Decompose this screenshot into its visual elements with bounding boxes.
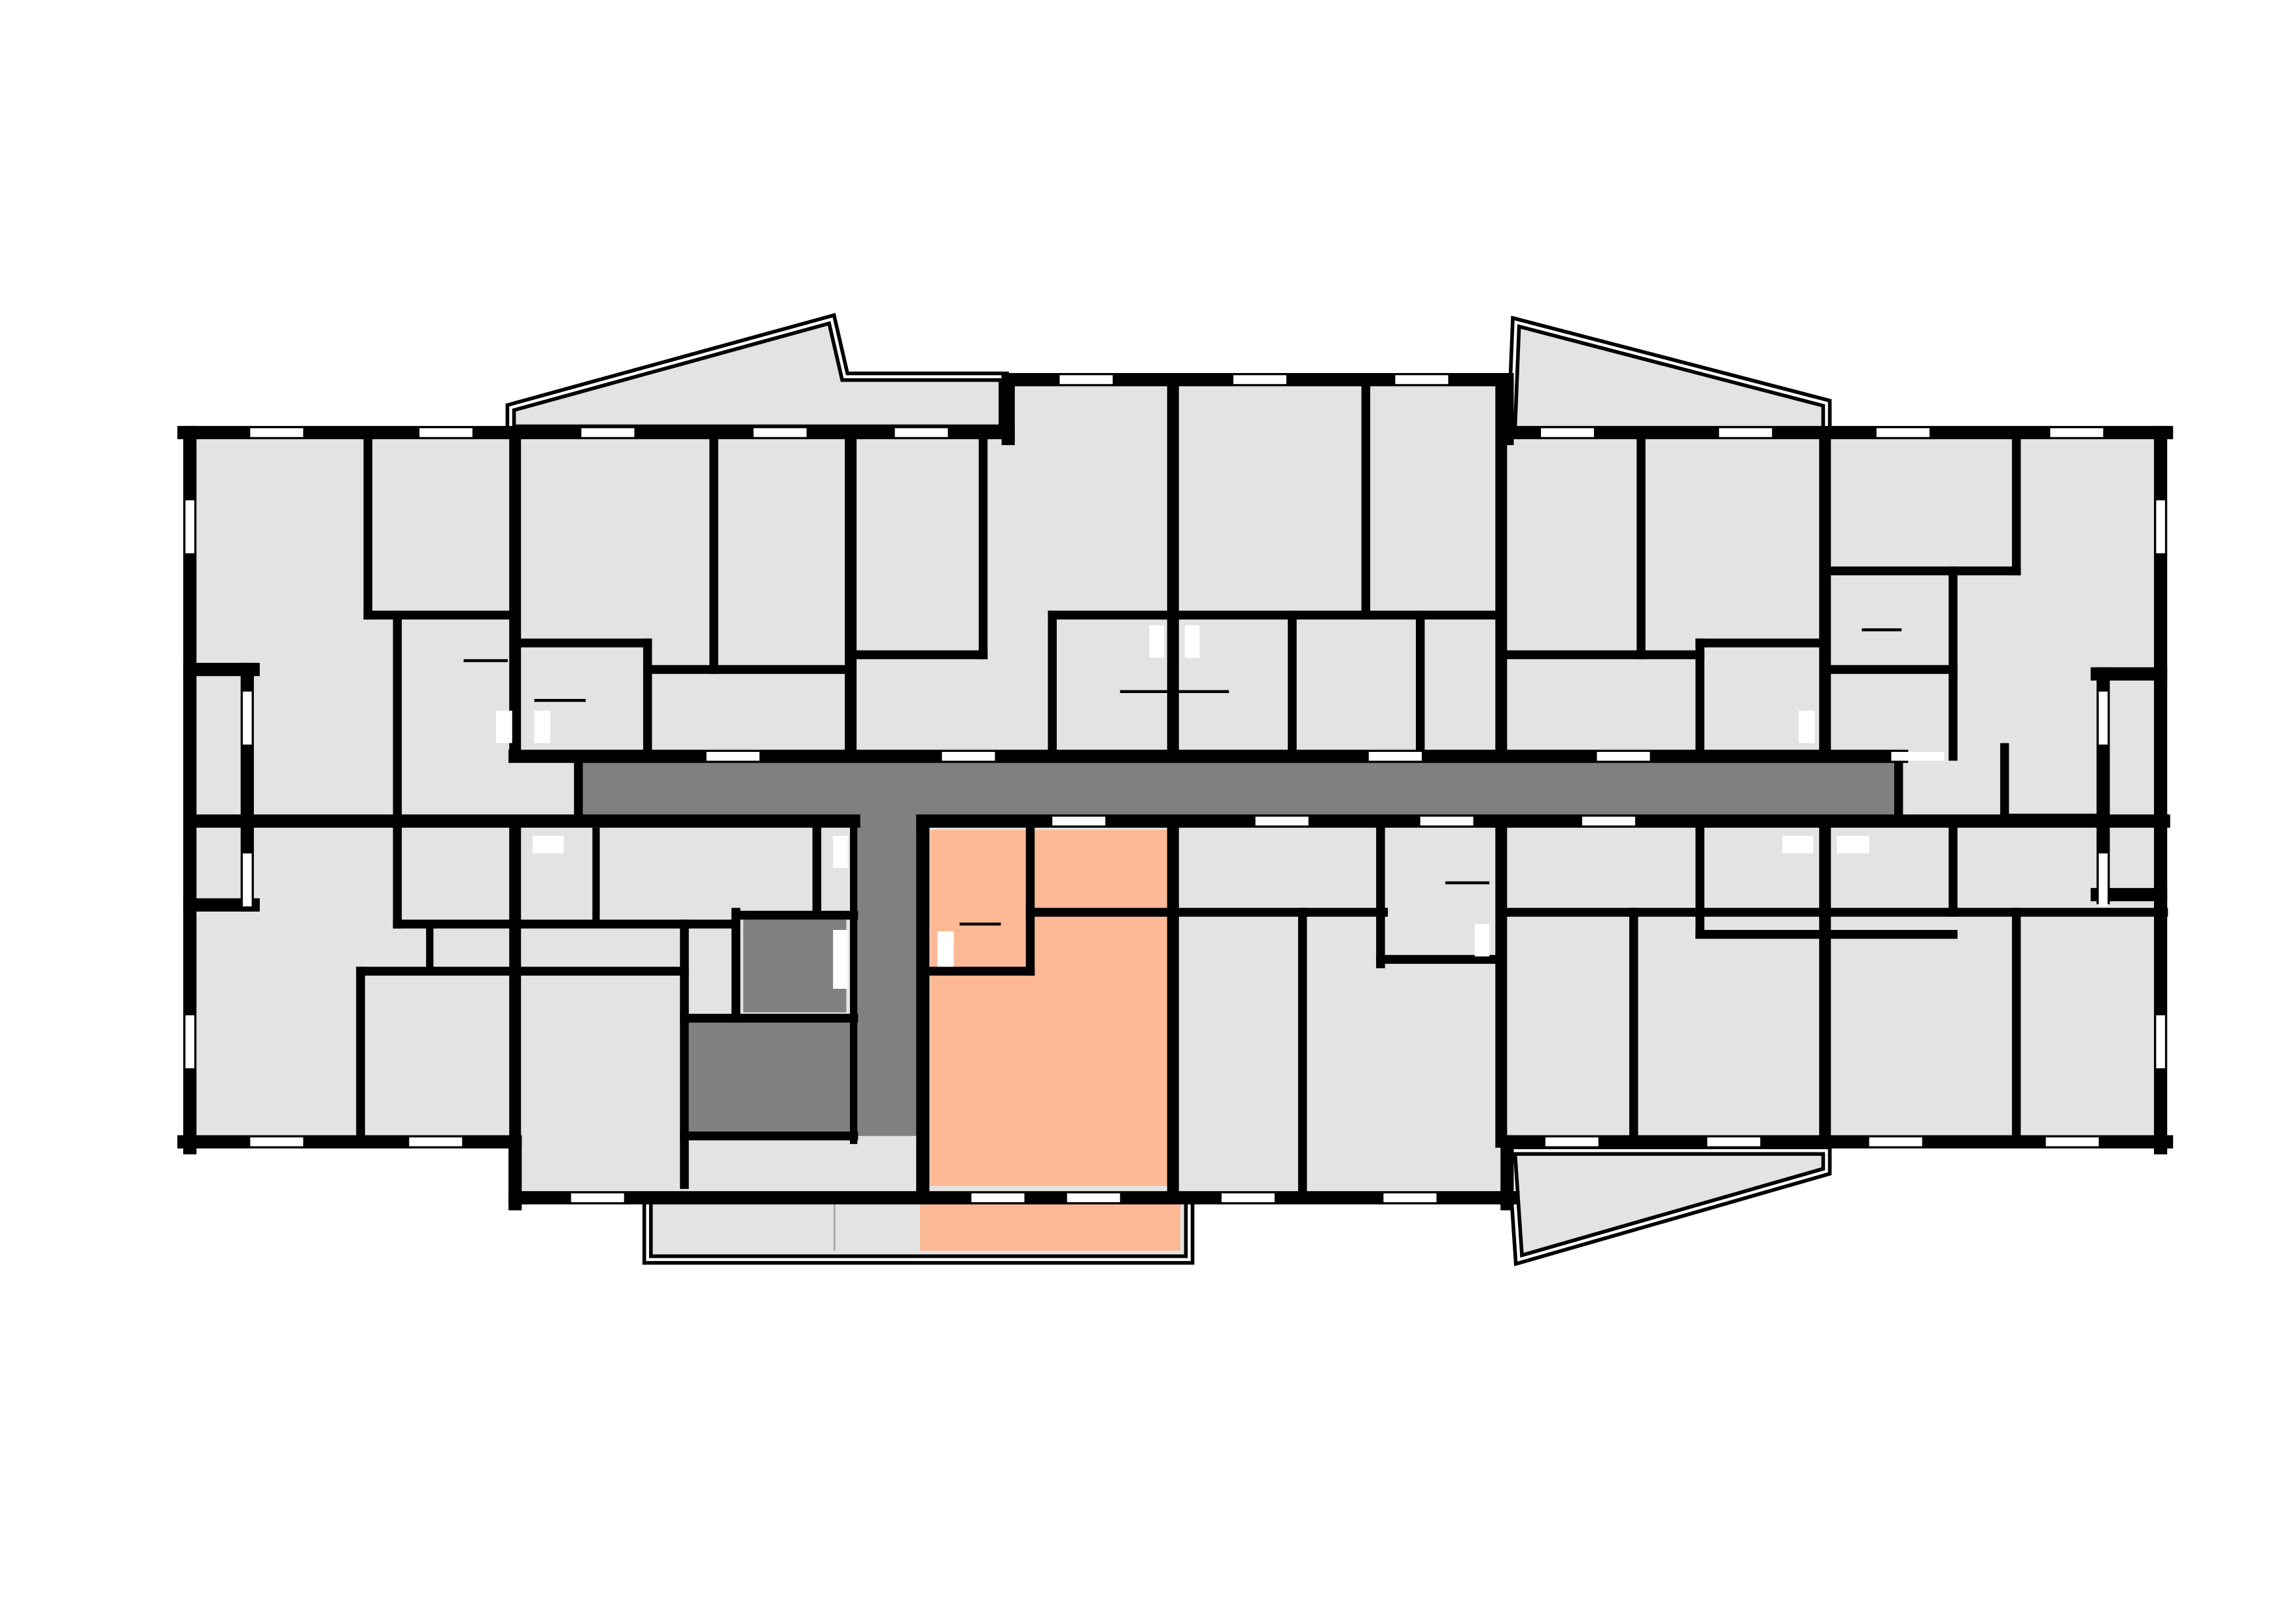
- window-side-1: [185, 500, 194, 554]
- window-11: [1876, 428, 1930, 437]
- window-5: [894, 428, 948, 437]
- window-side-4: [2156, 1015, 2165, 1069]
- window-6: [1059, 375, 1113, 384]
- shaft-9: [1782, 836, 1814, 854]
- window-side-6: [243, 853, 252, 907]
- shaft-10: [1837, 836, 1869, 854]
- shaft-5: [1798, 710, 1815, 743]
- window-9: [1541, 428, 1595, 437]
- window-26: [1368, 751, 1422, 761]
- walls: [177, 372, 2174, 1211]
- shaft-4: [1184, 625, 1200, 658]
- window-side-3: [2156, 500, 2165, 554]
- window-30: [1420, 816, 1474, 826]
- window-side-5: [243, 691, 252, 745]
- window-25: [942, 751, 995, 761]
- window-32: [1891, 751, 1945, 761]
- window-4: [753, 428, 807, 437]
- window-2: [419, 428, 473, 437]
- balcony-2: [1506, 315, 1832, 438]
- window-7: [1233, 375, 1286, 384]
- window-19: [1383, 1193, 1437, 1202]
- window-31: [1582, 816, 1636, 826]
- shaft-11: [833, 836, 848, 868]
- balcony-4-inner-line: [1510, 1149, 1828, 1262]
- elevator-shaft: [743, 919, 847, 1012]
- window-17: [1067, 1193, 1120, 1202]
- window-14: [409, 1137, 463, 1147]
- corridor: [578, 759, 1899, 819]
- shaft-12: [833, 929, 848, 989]
- stair-core: [688, 1018, 851, 1136]
- floor-top-bump: [1005, 381, 1508, 442]
- window-15: [571, 1193, 624, 1202]
- window-3: [581, 428, 635, 437]
- window-12: [2050, 428, 2104, 437]
- window-side-7: [2098, 691, 2108, 745]
- window-16: [971, 1193, 1025, 1202]
- shaft-7: [1474, 924, 1490, 957]
- window-13: [250, 1137, 304, 1147]
- window-24: [706, 751, 760, 761]
- shaft-3: [1149, 625, 1165, 658]
- highlighted-apartment: [930, 830, 1171, 1186]
- window-28: [1052, 816, 1106, 826]
- window-23: [2045, 1137, 2099, 1147]
- window-20: [1545, 1137, 1598, 1147]
- balcony-1: [505, 313, 1009, 435]
- corridor-stem: [853, 818, 923, 1136]
- window-29: [1255, 816, 1309, 826]
- window-18: [1221, 1193, 1275, 1202]
- shaft-8: [533, 836, 564, 854]
- window-27: [1597, 751, 1650, 761]
- shaft-2: [534, 710, 551, 743]
- window-1: [250, 428, 304, 437]
- window-side-8: [2098, 853, 2108, 907]
- window-22: [1869, 1137, 1922, 1147]
- shaft-6: [937, 931, 954, 967]
- balcony-4: [1506, 1145, 1832, 1266]
- window-21: [1707, 1137, 1761, 1147]
- window-side-2: [185, 1015, 194, 1069]
- shaft-1: [496, 710, 512, 743]
- window-10: [1719, 428, 1773, 437]
- window-8: [1395, 375, 1449, 384]
- windows: [185, 375, 2165, 1202]
